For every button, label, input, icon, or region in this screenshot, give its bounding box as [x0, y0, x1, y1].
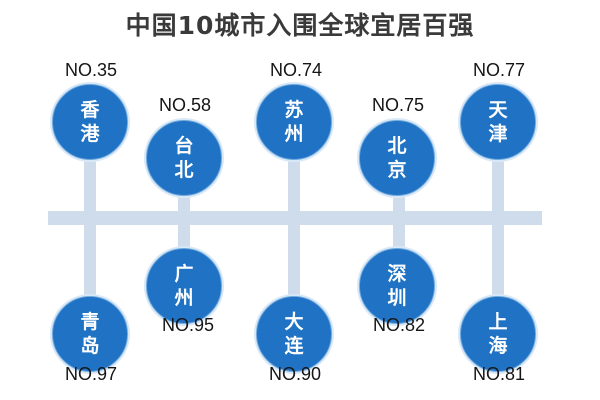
city-name-char: 苏 [284, 99, 304, 121]
city-name-char: 台 [174, 135, 194, 157]
city-node: 天 津 [460, 84, 536, 160]
city-name-char: 广 [174, 263, 194, 285]
rank-label: NO.77 [472, 60, 526, 80]
rank-label: NO.97 [64, 364, 118, 384]
city-node: 台 北 [146, 120, 222, 196]
rank-label: NO.35 [64, 60, 118, 80]
vertical-line-2 [178, 180, 190, 250]
rank-label: NO.81 [472, 364, 526, 384]
city-node: 上 海 [460, 296, 536, 372]
rank-label: NO.58 [158, 95, 212, 115]
city-name-char: 天 [488, 99, 508, 121]
city-name-char: 连 [284, 335, 304, 357]
city-name-char: 州 [284, 123, 304, 145]
rank-label: NO.75 [371, 95, 425, 115]
city-node: 香 港 [52, 84, 128, 160]
city-name-char: 岛 [80, 335, 100, 357]
city-node: 大 连 [256, 296, 332, 372]
city-name-char: 津 [488, 123, 508, 145]
city-name-char: 香 [80, 99, 100, 121]
city-name-char: 圳 [387, 287, 407, 309]
city-name-char: 上 [488, 311, 508, 333]
city-name-char: 海 [488, 335, 508, 357]
rank-label: NO.74 [269, 60, 323, 80]
city-node: 青 岛 [52, 296, 128, 372]
rank-label: NO.90 [268, 364, 322, 384]
rank-label: NO.82 [372, 315, 426, 335]
city-name-char: 港 [80, 123, 100, 145]
city-node: 北 京 [359, 120, 435, 196]
city-name-char: 北 [387, 135, 407, 157]
city-name-char: 深 [387, 263, 407, 285]
city-name-char: 京 [387, 159, 407, 181]
city-node: 深 圳 [359, 248, 435, 324]
city-name-char: 北 [174, 159, 194, 181]
city-name-char: 州 [174, 287, 194, 309]
page-title: 中国10城市入围全球宜居百强 [125, 11, 475, 40]
city-name-char: 青 [80, 311, 100, 333]
city-name-char: 大 [284, 311, 304, 333]
city-node: 苏 州 [256, 84, 332, 160]
rank-label: NO.95 [161, 315, 215, 335]
city-node: 广 州 [146, 248, 222, 324]
vertical-line-4 [393, 180, 405, 250]
